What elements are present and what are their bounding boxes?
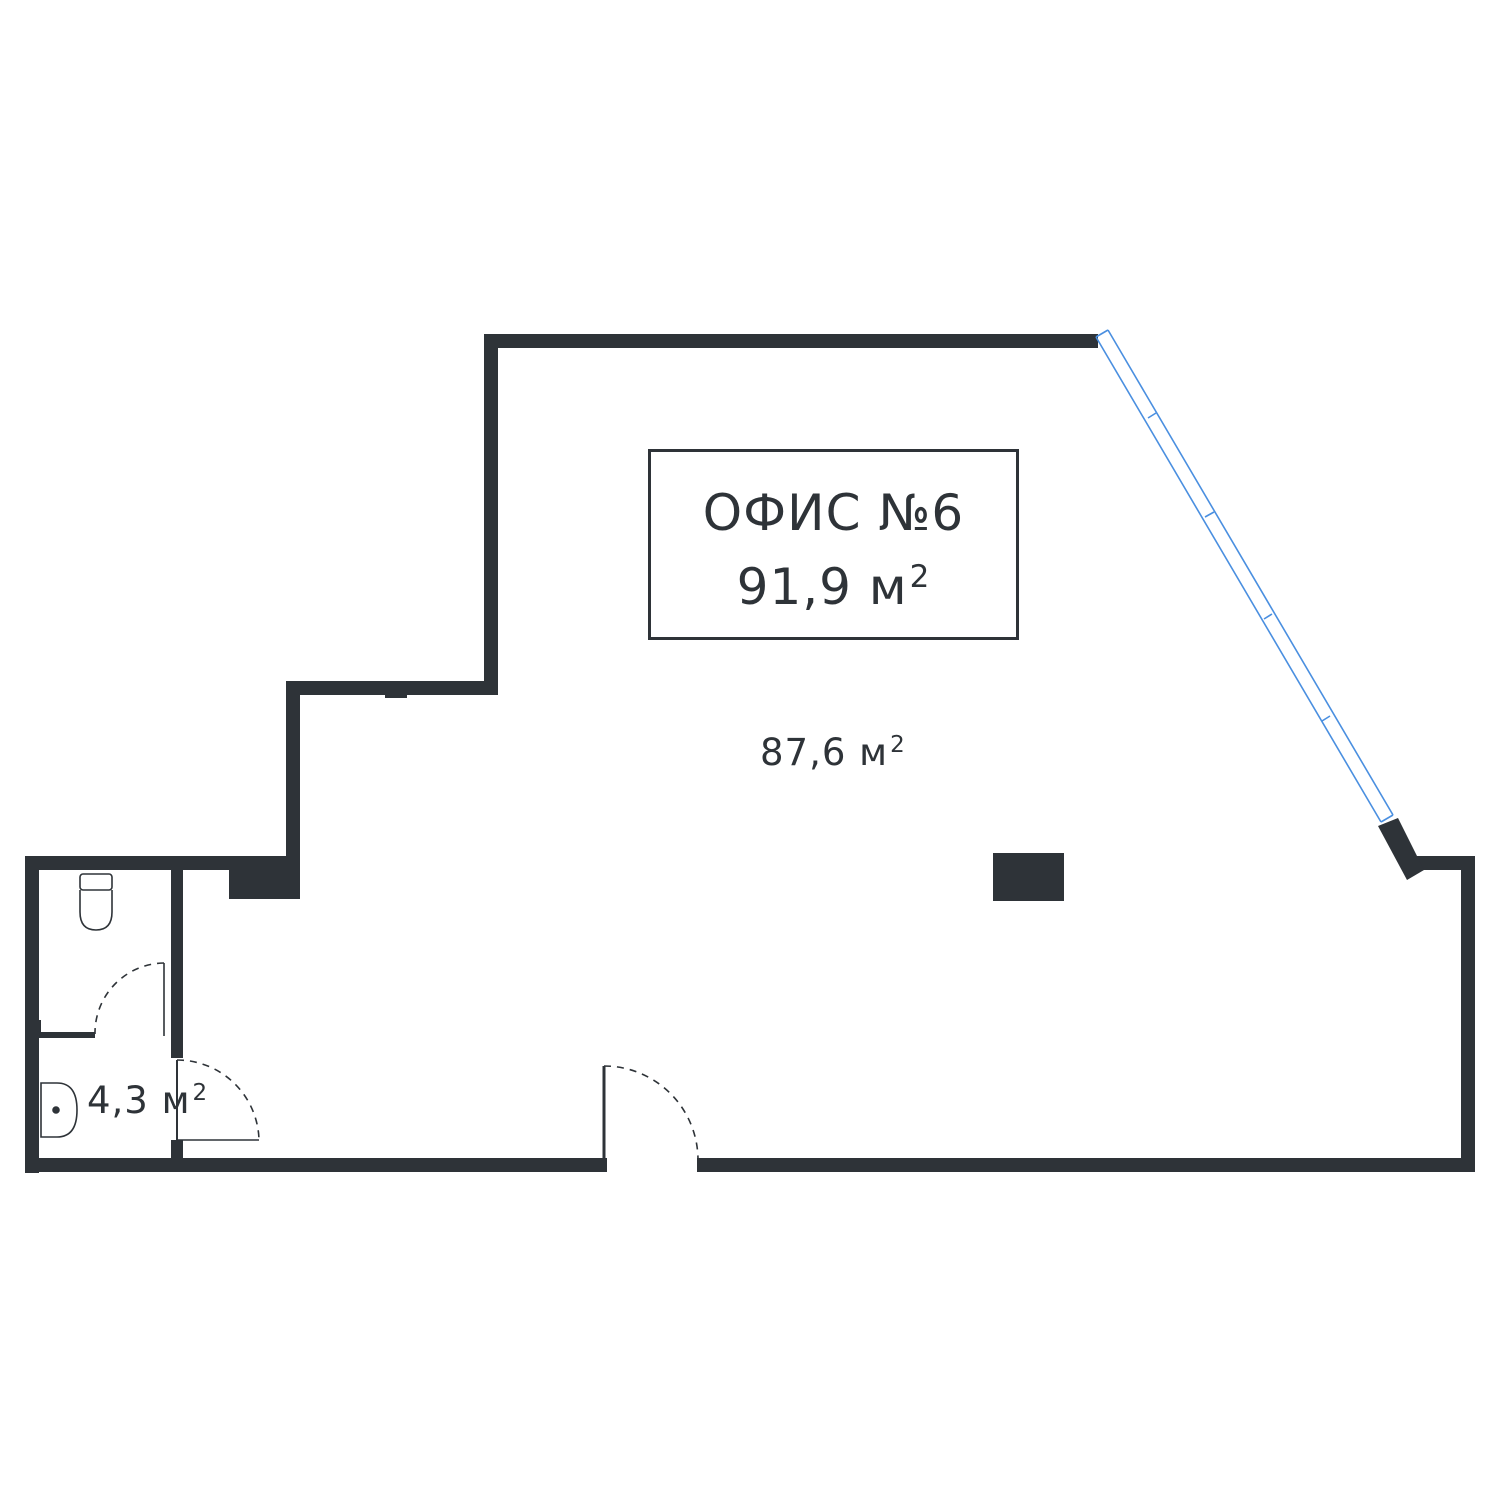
entry-door [602, 1065, 699, 1161]
wall-right [1461, 856, 1475, 1172]
bathroom-area-unit-sup: 2 [192, 1080, 209, 1107]
diagonal-window [1095, 329, 1394, 823]
bathroom-door-swing-arc [176, 1059, 260, 1141]
wall-bath-internal-end [37, 1020, 41, 1038]
bathroom-area-label: 4,3 м2 [87, 1082, 208, 1119]
main-room-area-unit-sup: 2 [890, 732, 906, 759]
wc-door [94, 962, 165, 1036]
wc-door-swing-arc [94, 962, 165, 1035]
wall-step-vertical [286, 681, 300, 899]
wall-bottom-right [704, 1158, 1475, 1172]
sink-icon [40, 1082, 78, 1138]
wall-right-step [1410, 856, 1475, 870]
wall-bath-partition-upper [171, 866, 183, 1058]
main-room-area-label: 87,6 м2 [760, 734, 906, 771]
wall-upper-left [484, 334, 498, 694]
wall-bath-top [25, 856, 300, 870]
wall-bath-partition-lower [171, 1140, 183, 1162]
office-total-area-unit-sup: 2 [909, 559, 931, 595]
bathroom-door [176, 1059, 260, 1141]
office-title-box: ОФИС №6 91,9 м2 [648, 449, 1019, 640]
wall-mark [385, 692, 407, 698]
wall-diagonal-stub [1378, 818, 1424, 880]
door-jamb-right [697, 1158, 704, 1172]
wall-bath-internal [37, 1032, 95, 1038]
main-room-area-value: 87,6 м [760, 731, 889, 774]
walls [25, 334, 1475, 1173]
wall-step-horizontal [286, 681, 498, 695]
toilet-icon [79, 873, 113, 931]
column-center [993, 853, 1064, 901]
wall-left [25, 856, 39, 1173]
entry-door-swing-arc [603, 1065, 699, 1161]
office-total-area-value: 91,9 м [736, 558, 908, 617]
door-jamb-left [600, 1158, 607, 1172]
wall-top [484, 334, 1098, 348]
bathroom-area-value: 4,3 м [87, 1079, 191, 1122]
office-title: ОФИС №6 [702, 484, 965, 542]
office-total-area: 91,9 м2 [651, 559, 1016, 613]
wall-bottom-left [25, 1158, 603, 1172]
